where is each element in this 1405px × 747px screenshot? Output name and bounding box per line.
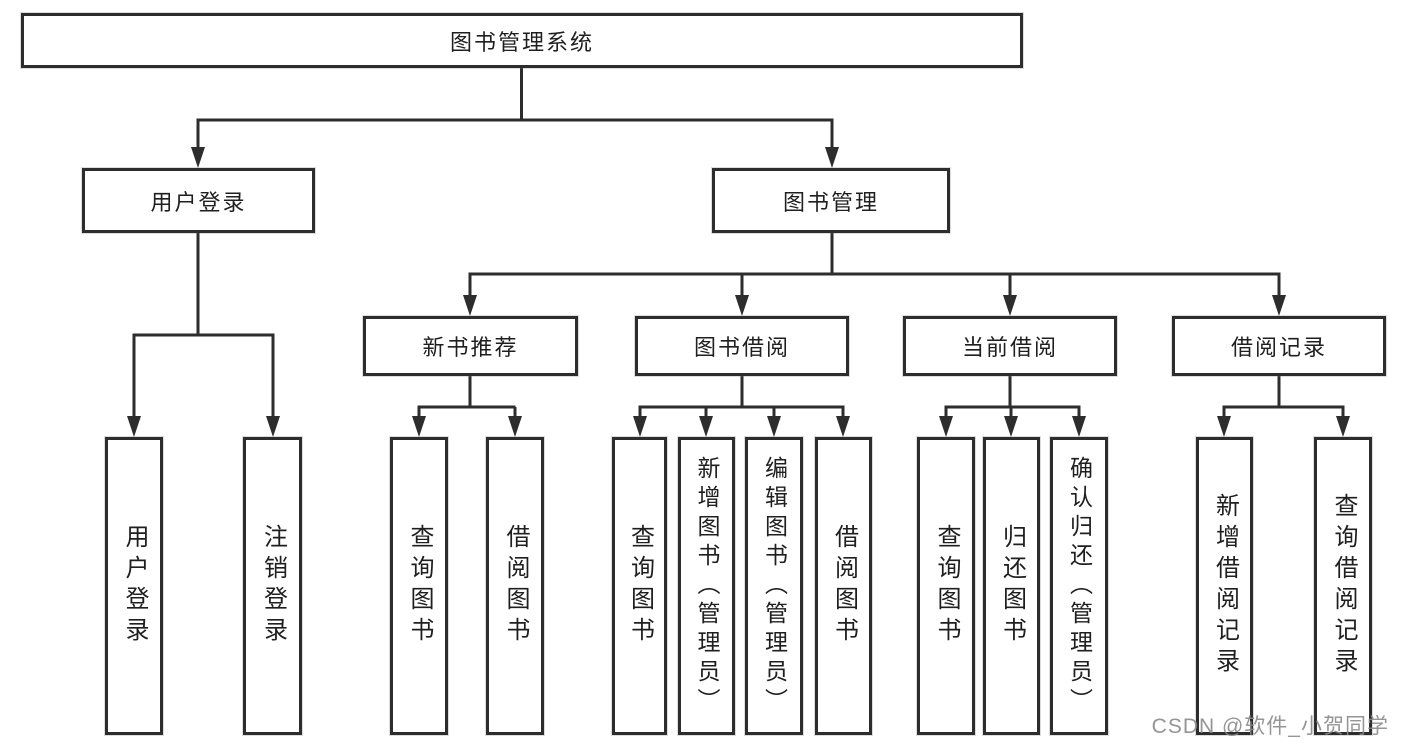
leaf-confirm-return-admin-label: 确认归还（管理员） — [1066, 455, 1093, 717]
leaf-query-books-current: 查询图书 — [917, 437, 975, 735]
leaf-edit-books-admin: 编辑图书（管理员） — [745, 437, 803, 735]
leaf-query-books-recommend-label: 查询图书 — [406, 524, 433, 648]
leaf-query-books-borrow-label: 查询图书 — [626, 524, 654, 648]
leaf-query-borrow-record: 查询借阅记录 — [1314, 437, 1372, 735]
leaf-add-books-admin: 新增图书（管理员） — [678, 437, 735, 735]
leaf-borrow-books-label: 借阅图书 — [830, 524, 858, 648]
leaf-query-books-borrow: 查询图书 — [612, 437, 667, 735]
leaf-query-borrow-record-label: 查询借阅记录 — [1330, 493, 1357, 679]
leaf-return-books: 归还图书 — [983, 437, 1040, 735]
node-book-management: 图书管理 — [712, 168, 950, 233]
leaf-confirm-return-admin: 确认归还（管理员） — [1050, 437, 1108, 735]
leaf-user-login-label: 用户登录 — [121, 524, 148, 648]
leaf-query-books-recommend: 查询图书 — [390, 437, 448, 735]
leaf-user-login: 用户登录 — [105, 437, 163, 735]
node-user-login: 用户登录 — [82, 168, 315, 233]
csdn-watermark: CSDN @软件_小贺同学 — [1151, 715, 1389, 738]
leaf-logout: 注销登录 — [243, 437, 302, 735]
leaf-add-books-admin-label: 新增图书（管理员） — [694, 455, 720, 717]
leaf-return-books-label: 归还图书 — [998, 524, 1026, 648]
node-current-borrowing: 当前借阅 — [903, 316, 1117, 376]
leaf-query-books-current-label: 查询图书 — [933, 524, 960, 648]
leaf-add-borrow-record: 新增借阅记录 — [1196, 437, 1253, 735]
node-book-borrowing: 图书借阅 — [635, 316, 849, 376]
arrowheads — [127, 147, 1350, 437]
leaf-borrow-books: 借阅图书 — [815, 437, 872, 735]
leaf-borrow-books-recommend: 借阅图书 — [486, 437, 544, 735]
leaf-borrow-books-recommend-label: 借阅图书 — [502, 524, 529, 648]
leaf-edit-books-admin-label: 编辑图书（管理员） — [761, 455, 788, 717]
node-borrowing-records: 借阅记录 — [1172, 316, 1386, 376]
leaf-logout-label: 注销登录 — [259, 524, 287, 648]
leaf-add-borrow-record-label: 新增借阅记录 — [1211, 493, 1239, 679]
node-new-book-recommendation: 新书推荐 — [363, 316, 578, 376]
node-root: 图书管理系统 — [21, 13, 1023, 68]
